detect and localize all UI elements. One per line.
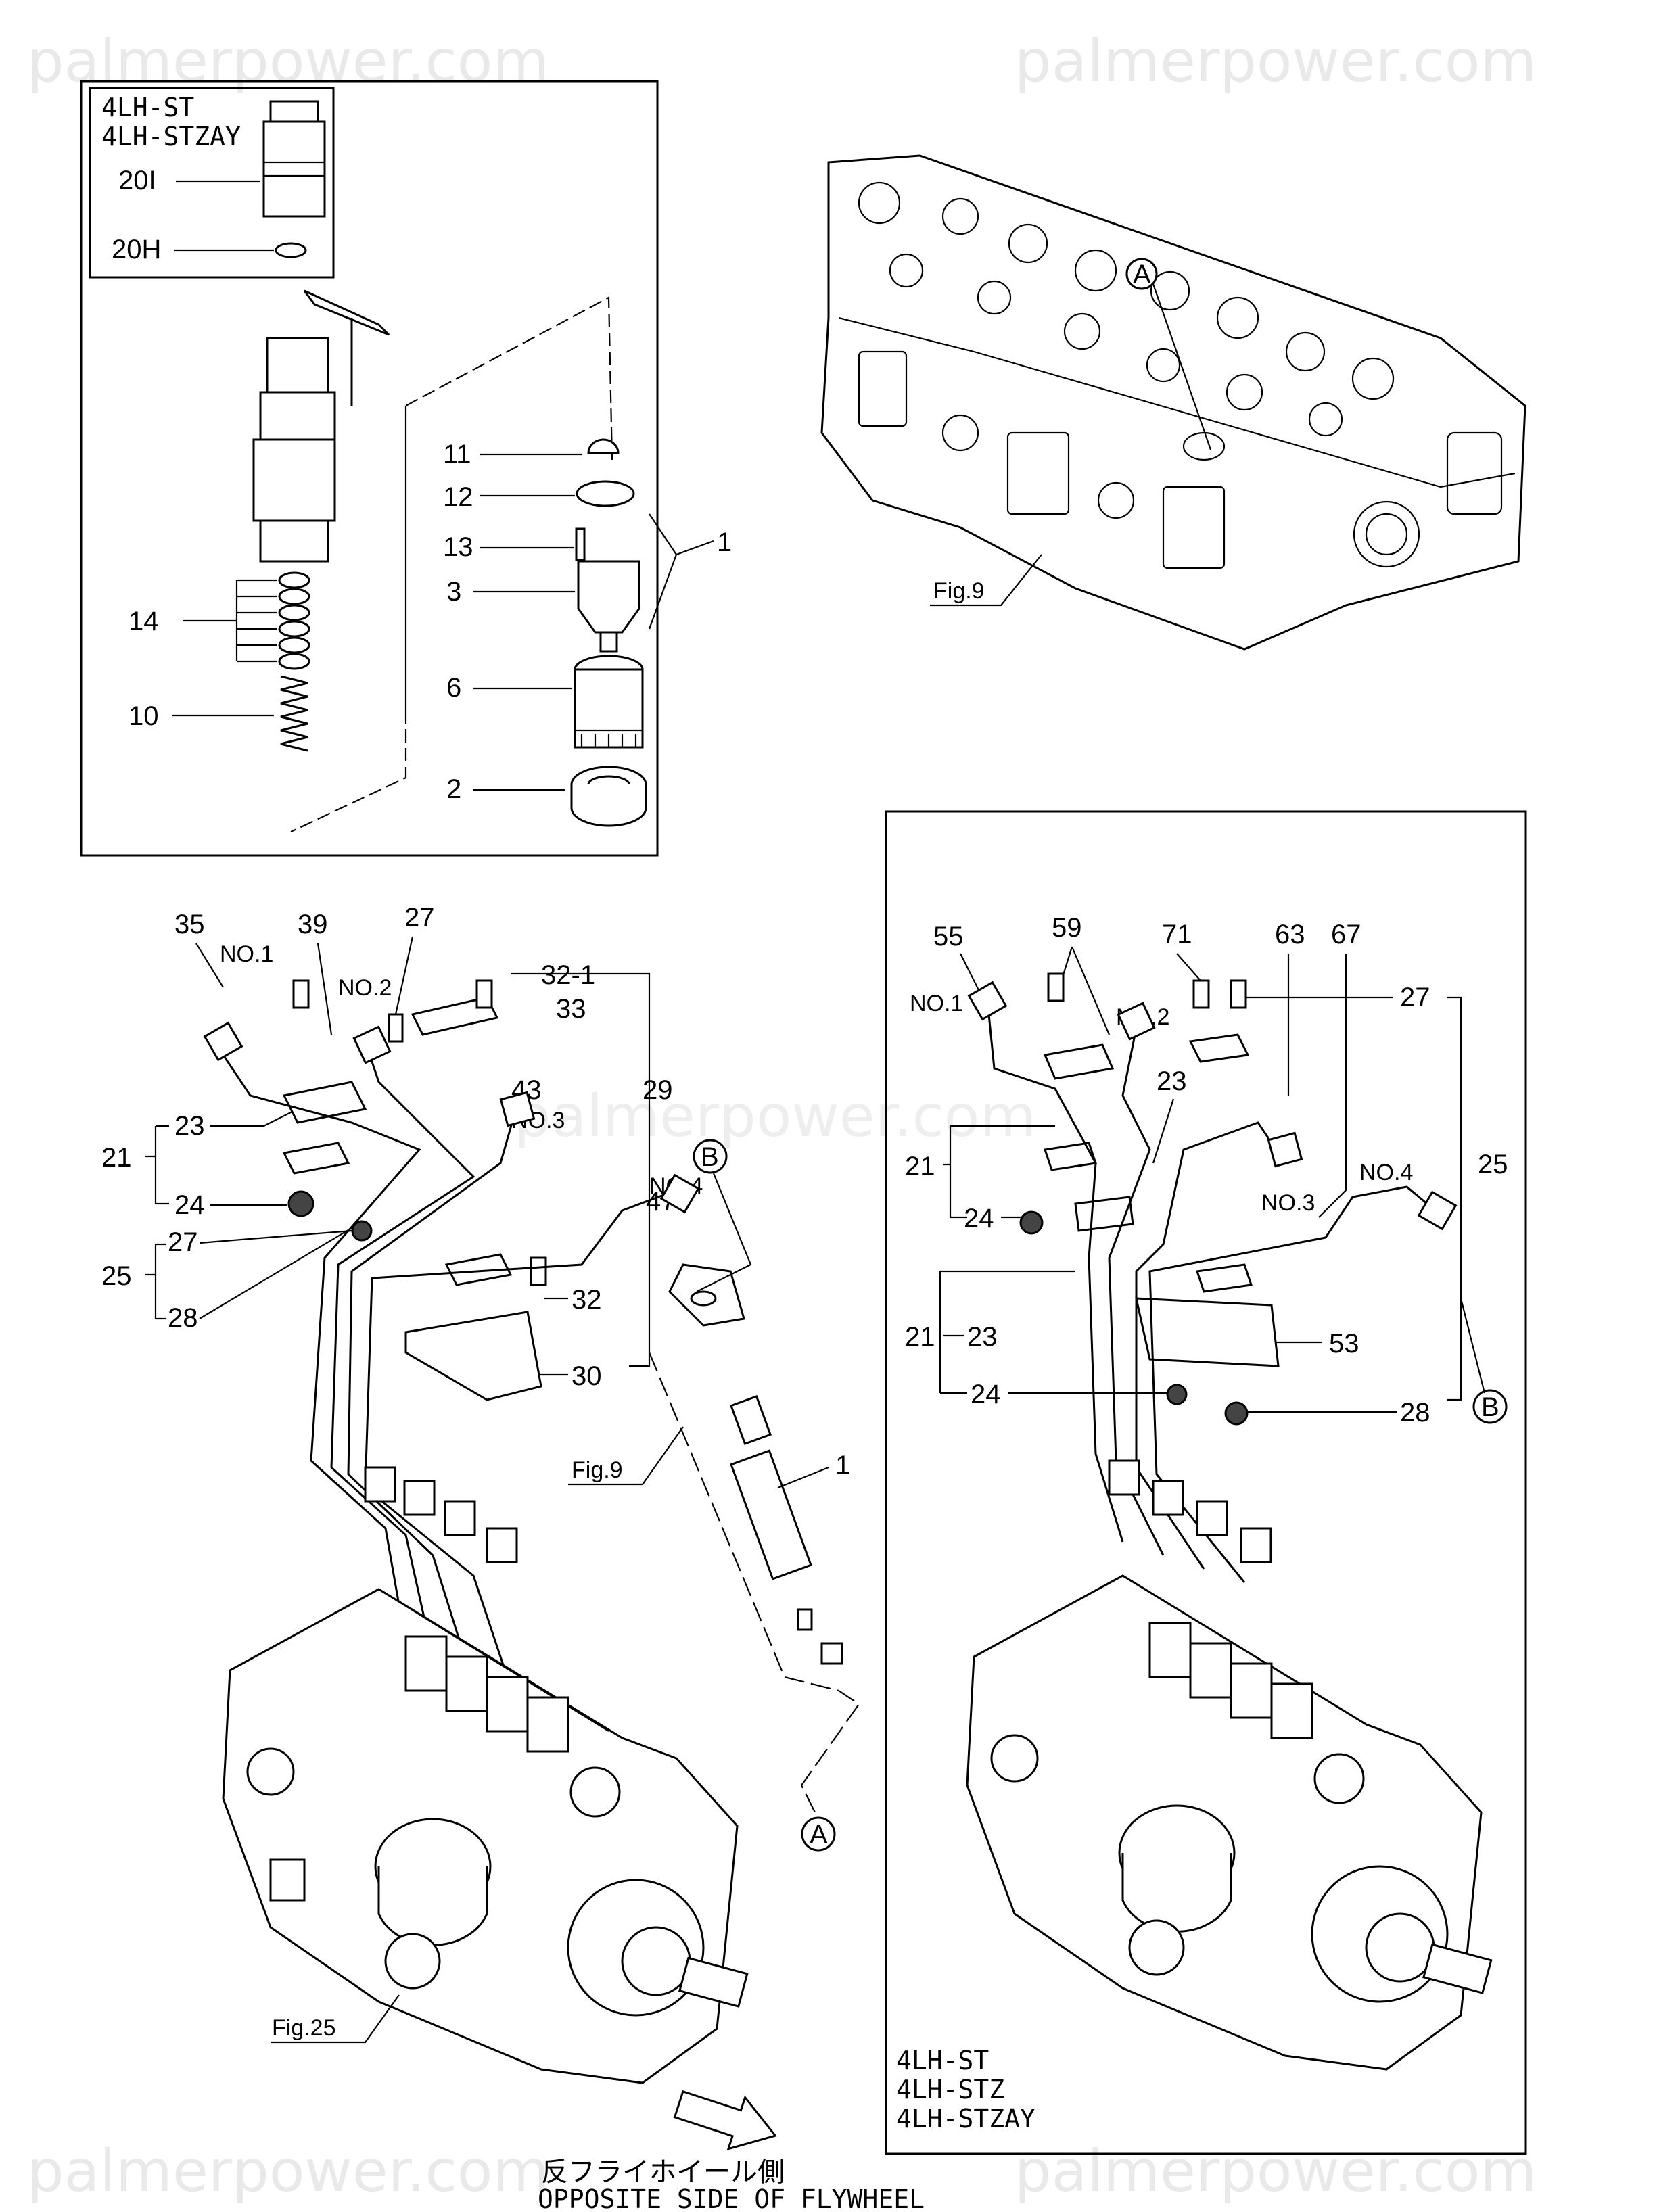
fig25-label: Fig.25 bbox=[272, 2015, 336, 2041]
label-3: 3 bbox=[446, 577, 461, 607]
callout-a-left-circle bbox=[801, 1816, 836, 1852]
label-27-left: 27 bbox=[168, 1227, 198, 1257]
callout-a-head: A bbox=[1133, 260, 1151, 289]
label-no3-right: NO.3 bbox=[1261, 1190, 1315, 1216]
label-10: 10 bbox=[129, 701, 159, 731]
label-14: 14 bbox=[129, 607, 159, 636]
label-21-right: 21 bbox=[905, 1152, 935, 1181]
label-no1-left: NO.1 bbox=[220, 941, 273, 967]
spring-10-part bbox=[280, 675, 308, 752]
injection-pump-right-part bbox=[966, 1574, 1493, 2071]
label-23-right-b: 23 bbox=[967, 1322, 998, 1352]
injector-inset: 4LH-ST 4LH-STZAY 20I 20H bbox=[80, 80, 732, 857]
cap-11-part bbox=[587, 438, 620, 454]
label-25-left: 25 bbox=[101, 1261, 132, 1291]
fuel-pipes-left bbox=[203, 1021, 700, 1678]
label-25-right: 25 bbox=[1478, 1150, 1508, 1179]
label-53: 53 bbox=[1329, 1329, 1359, 1359]
right-model-2: 4LH-STZ bbox=[896, 2075, 1004, 2104]
left-brackets-part bbox=[282, 979, 547, 1401]
watermark-middle: palmerpower.com bbox=[514, 1083, 1036, 1150]
right-brackets-part bbox=[1019, 972, 1280, 1426]
label-28-left: 28 bbox=[168, 1303, 198, 1333]
label-67: 67 bbox=[1331, 920, 1361, 949]
inset-model-box bbox=[89, 87, 335, 279]
callout-b-right-circle bbox=[1472, 1389, 1508, 1424]
callout-b-left-circle bbox=[693, 1139, 728, 1174]
label-24-right: 24 bbox=[964, 1204, 994, 1233]
watermark-top-right: palmerpower.com bbox=[1015, 28, 1537, 95]
label-63: 63 bbox=[1275, 920, 1305, 949]
label-27-right: 27 bbox=[1400, 983, 1430, 1012]
flywheel-direction-arrow-icon bbox=[673, 2090, 777, 2150]
watermark-top-left: palmerpower.com bbox=[27, 28, 549, 95]
left-assembly: 35 NO.1 39 27 NO.2 32-1 33 43 NO.3 29 23… bbox=[101, 903, 925, 2212]
cylinder-head: A Fig.9 bbox=[820, 154, 1526, 651]
seal-2-part bbox=[570, 766, 647, 827]
label-20h: 20H bbox=[112, 235, 161, 264]
label-no1-right: NO.1 bbox=[910, 991, 963, 1016]
fig9-label-head: Fig.9 bbox=[933, 578, 985, 604]
plate-12-part bbox=[576, 480, 635, 507]
right-model-3: 4LH-STZAY bbox=[896, 2104, 1035, 2134]
label-28-right: 28 bbox=[1400, 1398, 1430, 1428]
direction-en: OPPOSITE SIDE OF FLYWHEEL bbox=[538, 2184, 925, 2212]
nozzle-nut-6-part bbox=[574, 655, 644, 749]
watermarks: palmerpower.com palmerpower.com palmerpo… bbox=[27, 28, 1537, 2205]
fig9-label-left: Fig.9 bbox=[572, 1457, 623, 1483]
callout-b-right: B bbox=[1481, 1392, 1499, 1422]
label-35: 35 bbox=[174, 910, 205, 939]
fuel-pipes-right bbox=[967, 981, 1458, 1583]
right-inset-frame bbox=[885, 810, 1527, 2155]
label-21-right-b: 21 bbox=[905, 1322, 935, 1352]
label-23-right: 23 bbox=[1157, 1066, 1187, 1096]
watermark-bottom-left: palmerpower.com bbox=[27, 2138, 549, 2205]
label-71: 71 bbox=[1162, 920, 1192, 949]
label-32-1: 32-1 bbox=[541, 960, 595, 990]
label-23-left: 23 bbox=[174, 1111, 205, 1141]
label-39: 39 bbox=[298, 910, 328, 939]
right-assembly: 55 59 71 63 67 NO.1 NO.2 27 23 21 24 25 … bbox=[885, 810, 1527, 2155]
label-59: 59 bbox=[1052, 913, 1082, 943]
pin-13-part bbox=[575, 527, 586, 561]
label-13: 13 bbox=[443, 532, 473, 562]
label-1-inset: 1 bbox=[717, 527, 732, 557]
label-24-left: 24 bbox=[174, 1190, 205, 1220]
label-21-left: 21 bbox=[101, 1143, 132, 1173]
inset-model-1: 4LH-ST bbox=[101, 93, 194, 122]
label-30: 30 bbox=[572, 1361, 602, 1391]
inset-model-2: 4LH-STZAY bbox=[101, 122, 241, 151]
washer-20h-part bbox=[275, 242, 307, 258]
callout-a-left: A bbox=[810, 1820, 828, 1850]
injector-body-part bbox=[252, 289, 390, 563]
label-6: 6 bbox=[446, 673, 461, 703]
label-no4-right: NO.4 bbox=[1359, 1160, 1413, 1185]
label-1-left: 1 bbox=[835, 1451, 850, 1480]
label-29: 29 bbox=[643, 1075, 673, 1105]
label-no2-left: NO.2 bbox=[338, 975, 392, 1001]
label-20i: 20I bbox=[118, 166, 156, 195]
callout-b-left: B bbox=[701, 1142, 719, 1172]
label-2: 2 bbox=[446, 774, 461, 804]
label-33: 33 bbox=[556, 994, 586, 1024]
label-12: 12 bbox=[443, 482, 473, 512]
right-model-1: 4LH-ST bbox=[896, 2046, 989, 2075]
injection-pump-left-part bbox=[222, 1588, 749, 2084]
shim-stack-part bbox=[278, 571, 310, 670]
watermark-bottom-right: palmerpower.com bbox=[1015, 2138, 1537, 2205]
fitting-20i-part bbox=[262, 100, 326, 218]
direction-jp: 反フライホイール側 bbox=[541, 2157, 785, 2187]
label-24-right-b: 24 bbox=[971, 1380, 1001, 1409]
label-55: 55 bbox=[933, 922, 964, 951]
callout-a-circle bbox=[1125, 258, 1158, 290]
label-11: 11 bbox=[443, 440, 471, 469]
label-27-top: 27 bbox=[404, 903, 435, 933]
inset-frame bbox=[80, 80, 659, 857]
nozzle-3-part bbox=[577, 560, 640, 653]
label-32: 32 bbox=[572, 1285, 602, 1315]
